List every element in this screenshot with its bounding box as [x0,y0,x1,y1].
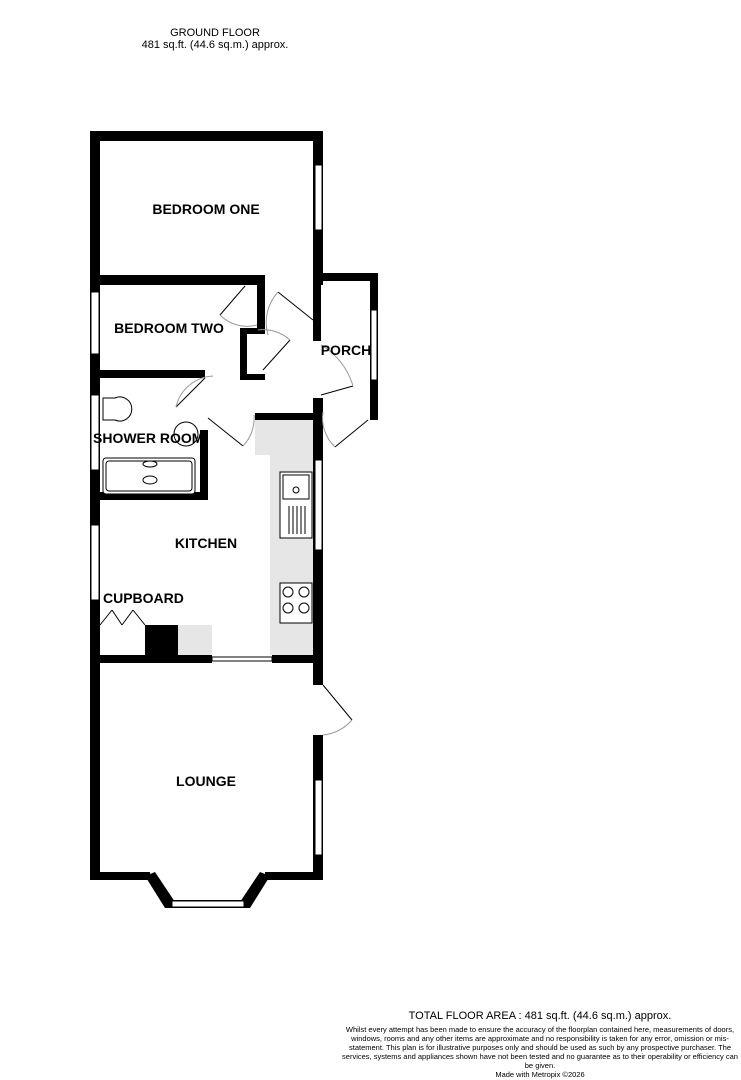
drainer-icon [288,506,306,534]
windows [90,164,378,908]
room-label-cupboard: CUPBOARD [103,590,184,606]
room-label-shower-room: SHOWER ROOM [93,430,203,446]
total-floor-area: TOTAL FLOOR AREA : 481 sq.ft. (44.6 sq.m… [408,1010,672,1022]
floor-area: 481 sq.ft. (44.6 sq.m.) approx. [141,39,289,51]
appliance [145,625,178,655]
toilet-icon [102,396,133,422]
disclaimer: Whilst every attempt has been made to en… [342,1025,738,1070]
room-label-bedroom-two: BEDROOM TWO [114,320,224,336]
room-label-bedroom-one: BEDROOM ONE [152,201,259,217]
room-label-porch: PORCH [321,342,372,358]
fixtures [102,396,313,624]
doors [99,285,369,736]
basin-icon [173,421,199,447]
room-label-lounge: LOUNGE [176,773,236,789]
footer: TOTAL FLOOR AREA : 481 sq.ft. (44.6 sq.m… [340,1010,740,1079]
floor-plan: BEDROOM ONE BEDROOM TWO PORCH SHOWER ROO… [90,131,378,908]
room-label-kitchen: KITCHEN [175,535,237,551]
walls [90,131,378,908]
made-with: Made with Metropix ©2026 [495,1070,585,1079]
floor-name: GROUND FLOOR [170,27,260,39]
